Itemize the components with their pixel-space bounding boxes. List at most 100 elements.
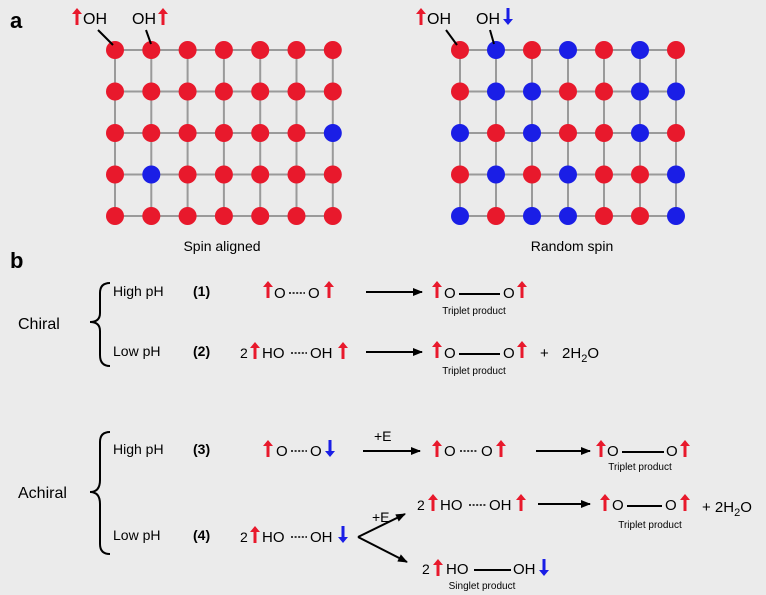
right-oh-2: OH bbox=[476, 8, 513, 45]
spin-aligned-caption: Spin aligned bbox=[183, 238, 260, 254]
reaction-number: (4) bbox=[193, 527, 210, 543]
aligned-spin-site-red bbox=[142, 124, 161, 142]
oh-label: OH bbox=[476, 11, 500, 28]
condition-low-ph: Low pH bbox=[113, 527, 160, 543]
reactant-o: O bbox=[274, 285, 286, 302]
triplet-caption: Triplet product bbox=[618, 520, 682, 531]
reactant-oh: OH bbox=[310, 529, 333, 546]
spin-up-arrow-icon bbox=[428, 494, 438, 511]
random-spin-site-red bbox=[451, 82, 469, 101]
aligned-spin-site-red bbox=[214, 207, 233, 225]
triplet-caption: Triplet product bbox=[608, 462, 672, 473]
spin-up-arrow-icon bbox=[600, 494, 610, 511]
spin-up-arrow-icon bbox=[432, 341, 442, 358]
aligned-spin-site-red bbox=[106, 165, 124, 184]
random-spin-site-red bbox=[559, 82, 577, 101]
spin-up-arrow-icon bbox=[517, 341, 527, 358]
oh-bond-line bbox=[97, 29, 114, 46]
coefficient: 2 bbox=[417, 497, 425, 513]
product-o: O bbox=[666, 443, 678, 460]
aligned-spin-site-red bbox=[178, 82, 197, 101]
aligned-spin-site-red bbox=[287, 41, 306, 59]
aligned-spin-site-red bbox=[106, 207, 124, 225]
coefficient: 2 bbox=[422, 561, 430, 577]
spin-down-arrow-icon bbox=[539, 559, 549, 576]
random-spin-site-red bbox=[559, 124, 577, 142]
left-oh-2: OH bbox=[132, 8, 168, 45]
aligned-spin-site-red bbox=[323, 41, 342, 59]
aligned-spin-site-red bbox=[214, 82, 233, 101]
spin-aligned-lattice bbox=[106, 41, 342, 225]
random-spin-site-blue bbox=[667, 165, 685, 184]
random-spin-site-red bbox=[451, 165, 469, 184]
spin-up-arrow-icon bbox=[250, 342, 260, 359]
left-oh-1: OH bbox=[72, 8, 114, 46]
random-spin-site-blue bbox=[451, 124, 469, 142]
condition-low-ph: Low pH bbox=[113, 343, 160, 359]
reactant-o: O bbox=[276, 443, 288, 460]
random-spin-site-blue bbox=[559, 41, 577, 59]
reactant-ho: HO bbox=[262, 529, 285, 546]
aligned-spin-site-red bbox=[214, 124, 233, 142]
aligned-spin-site-red bbox=[142, 41, 161, 59]
aligned-spin-site-red bbox=[251, 124, 270, 142]
aligned-spin-site-red bbox=[287, 207, 306, 225]
spin-up-arrow-icon bbox=[72, 8, 82, 25]
achiral-label: Achiral bbox=[18, 485, 67, 502]
panel-b-label: b bbox=[10, 248, 23, 273]
product-o: O bbox=[607, 443, 619, 460]
oh-label: OH bbox=[427, 11, 451, 28]
random-spin-caption: Random spin bbox=[531, 238, 614, 254]
aligned-spin-site-red bbox=[251, 207, 270, 225]
random-spin-site-blue bbox=[667, 82, 685, 101]
chiral-brace bbox=[89, 282, 111, 367]
random-spin-site-red bbox=[595, 82, 613, 101]
right-oh-1: OH bbox=[416, 8, 458, 46]
aligned-spin-site-red bbox=[287, 82, 306, 101]
random-spin-site-red bbox=[523, 165, 541, 184]
spin-up-arrow-icon bbox=[158, 8, 168, 25]
reaction-number: (3) bbox=[193, 441, 210, 457]
condition-high-ph: High pH bbox=[113, 283, 164, 299]
spin-up-arrow-icon bbox=[432, 281, 442, 298]
branch-arrow-up bbox=[357, 513, 406, 538]
random-spin-site-blue bbox=[451, 207, 469, 225]
product-o: O bbox=[503, 285, 515, 302]
spin-down-arrow-icon bbox=[503, 8, 513, 25]
random-spin-site-red bbox=[451, 41, 469, 59]
spin-up-arrow-icon bbox=[263, 440, 273, 457]
triplet-caption: Triplet product bbox=[442, 306, 506, 317]
aligned-spin-site-red bbox=[287, 165, 306, 184]
random-spin-site-blue bbox=[559, 207, 577, 225]
random-spin-site-red bbox=[487, 207, 505, 225]
aligned-spin-site-red bbox=[323, 207, 342, 225]
aligned-spin-site-red bbox=[251, 165, 270, 184]
random-spin-site-red bbox=[631, 165, 649, 184]
random-spin-site-blue bbox=[631, 82, 649, 101]
aligned-spin-site-red bbox=[178, 41, 197, 59]
coefficient: 2 bbox=[240, 529, 248, 545]
intermediate-ho: HO bbox=[440, 497, 463, 514]
spin-up-arrow-icon bbox=[416, 8, 426, 25]
aligned-spin-site-red bbox=[178, 124, 197, 142]
random-spin-site-blue bbox=[523, 207, 541, 225]
random-spin-site-blue bbox=[523, 124, 541, 142]
reactant-o: O bbox=[308, 285, 320, 302]
aligned-spin-site-blue bbox=[323, 124, 342, 142]
intermediate-oh: OH bbox=[489, 497, 512, 514]
random-spin-lattice bbox=[451, 41, 685, 225]
random-spin-site-blue bbox=[523, 82, 541, 101]
aligned-spin-site-red bbox=[106, 41, 124, 59]
spin-up-arrow-icon bbox=[250, 526, 260, 543]
reaction-number: (1) bbox=[193, 283, 210, 299]
aligned-spin-site-red bbox=[251, 82, 270, 101]
spin-up-arrow-icon bbox=[516, 494, 526, 511]
random-spin-site-blue bbox=[487, 82, 505, 101]
singlet-ho: HO bbox=[446, 561, 469, 578]
aligned-spin-site-red bbox=[214, 41, 233, 59]
spin-up-arrow-icon bbox=[432, 440, 442, 457]
aligned-spin-site-red bbox=[178, 207, 197, 225]
oh-bond-line bbox=[489, 29, 495, 45]
product-o: O bbox=[503, 345, 515, 362]
